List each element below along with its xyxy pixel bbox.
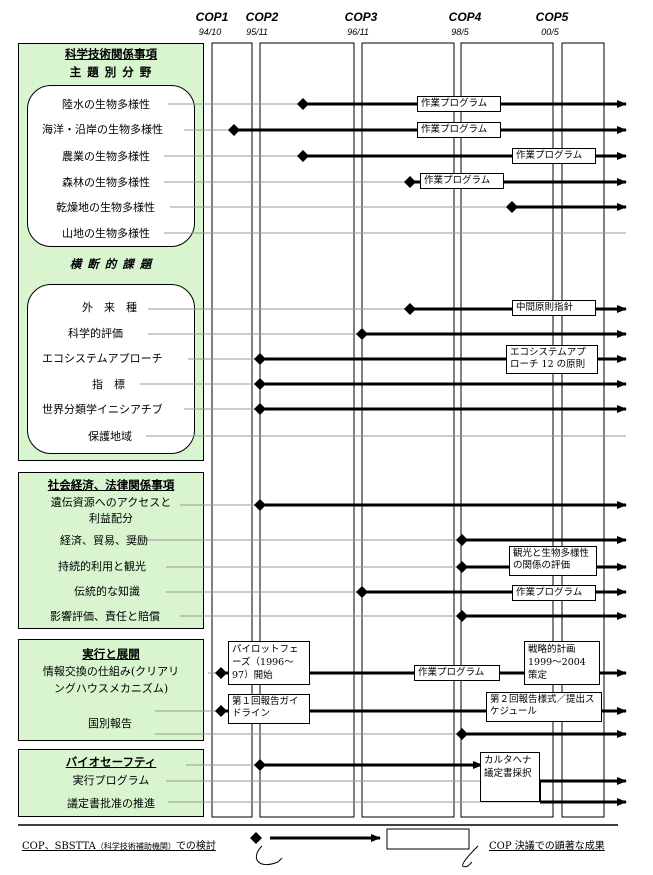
note-ecosystem-principles: エコシステムアプローチ 12 の原則: [506, 345, 598, 374]
label-taxonomy-initiative: 世界分類学イニシアチブ: [42, 403, 163, 416]
label-forest: 森林の生物多様性: [62, 176, 150, 189]
label-ecosystem-approach: エコシステムアプローチ: [42, 352, 163, 365]
diamond-reports1: [215, 705, 227, 717]
label-agriculture: 農業の生物多様性: [62, 150, 150, 163]
cop5-date: 00/5: [541, 27, 559, 37]
legend-right-text: COP 決議での顕著な成果: [489, 841, 605, 852]
socioeconomic-title: 社会経済、法律関係事項: [47, 478, 175, 492]
diamond-biosafety-program: [254, 759, 266, 771]
label-marine-coastal: 海洋・沿岸の生物多様性: [42, 123, 163, 136]
legend-curve-left: [256, 845, 283, 866]
diamond-impact: [456, 610, 468, 622]
socioeconomic-panel: [18, 472, 204, 629]
cop5-lane: [561, 42, 605, 818]
cop1-date: 94/10: [198, 27, 222, 37]
label-impact-liability: 影響評価、責任と賠償: [50, 610, 160, 623]
cop2-header: COP2: [245, 10, 279, 24]
cop3-date: 96/11: [347, 27, 369, 37]
diamond-indicators: [254, 378, 266, 390]
biosafety-title: バイオセーフティ: [65, 755, 157, 769]
label-mountains: 山地の生物多様性: [62, 227, 150, 240]
implementation-panel: [18, 639, 204, 741]
label-economics-trade: 経済、貿易、奨励: [60, 534, 148, 547]
note-strategic-plan: 戦略的計画 1999～2004 策定: [524, 641, 600, 685]
label-access-benefit-2: 利益配分: [89, 512, 133, 525]
note-second-report-format: 第２回報告様式／提出スケジュール: [486, 692, 602, 722]
crosscutting-title: 横 断 的 課 題: [69, 257, 153, 271]
cop1-header: COP1: [195, 10, 229, 24]
legend-left-small: （科学技術補助機関）: [95, 842, 176, 851]
label-scientific-assessment: 科学的評価: [68, 327, 123, 340]
legend-left-main: COP、SBSTTA: [22, 841, 96, 852]
legend-left-tail: での検討: [175, 841, 216, 852]
label-implementation-program: 実行プログラム: [72, 774, 150, 787]
implementation-title: 実行と展開: [82, 647, 140, 661]
diamond-traditional: [356, 586, 368, 598]
note-work-program-forest: 作業プログラム: [420, 173, 504, 189]
label-sustainable-use-tourism: 持続的利用と観光: [58, 560, 146, 573]
label-protected-areas: 保護地域: [88, 430, 132, 443]
diamond-forest: [404, 176, 416, 188]
label-chm-2: ングハウスメカニズム): [53, 682, 169, 695]
legend-curve-right: [462, 845, 479, 868]
diamond-inland: [297, 98, 309, 110]
label-alien-species: 外 来 種: [82, 301, 137, 314]
cop3-lane: [361, 42, 455, 818]
cop1-lane: [211, 42, 253, 818]
diamond-assessment: [356, 328, 368, 340]
cop4-date: 98/5: [451, 27, 469, 37]
note-interim-guiding-principles: 中間原則指針: [512, 300, 596, 316]
cop5-header: COP5: [535, 10, 569, 24]
note-work-program-agriculture: 作業プログラム: [512, 148, 596, 164]
legend-left-text: COP、SBSTTA（科学技術補助機関）での検討: [22, 837, 216, 852]
cop2-date: 95/11: [246, 27, 268, 37]
diamond-alien: [404, 303, 416, 315]
note-work-program-marine: 作業プログラム: [417, 122, 501, 138]
diamond-chm: [215, 667, 227, 679]
diamond-access: [254, 499, 266, 511]
legend-diamond: [250, 832, 262, 844]
label-national-reports: 国別報告: [88, 717, 132, 730]
cop4-header: COP4: [448, 10, 482, 24]
label-drylands: 乾燥地の生物多様性: [56, 201, 155, 214]
label-ratification: 議定書批准の推進: [67, 797, 155, 810]
diamond-tourism: [456, 561, 468, 573]
diamond-reports2: [456, 728, 468, 740]
note-work-program-chm: 作業プログラム: [414, 665, 500, 681]
biosafety-panel: [18, 749, 204, 817]
diamond-drylands: [506, 201, 518, 213]
cop2-lane: [259, 42, 355, 818]
label-access-benefit-1: 遺伝資源へのアクセスと: [50, 496, 172, 509]
note-work-program-inland: 作業プログラム: [417, 96, 501, 112]
cop4-lane: [460, 42, 554, 818]
thematic-box: [27, 85, 195, 247]
diamond-taxonomy: [254, 403, 266, 415]
label-indicators: 指 標: [92, 378, 125, 391]
science-title: 科学技術関係事項: [65, 47, 157, 61]
note-first-report-guideline: 第１回報告ガイドライン: [228, 694, 310, 724]
diamond-marine: [228, 124, 240, 136]
diamond-ecosystem: [254, 353, 266, 365]
note-work-program-traditional: 作業プログラム: [512, 585, 596, 601]
note-pilot-phase: パイロットフェーズ（1996～97）開始: [228, 641, 310, 685]
diamond-economics: [456, 534, 468, 546]
note-cartagena-protocol: カルタヘナ議定書採択: [480, 752, 540, 802]
label-traditional-knowledge: 伝統的な知識: [74, 585, 140, 598]
note-tourism-assessment: 観光と生物多様性の関係の評価: [509, 546, 597, 576]
cop3-header: COP3: [344, 10, 378, 24]
thematic-title: 主 題 別 分 野: [69, 65, 153, 79]
legend-box: [386, 828, 470, 850]
label-chm-1: 情報交換の仕組み(クリアリ: [42, 665, 180, 678]
label-inland-waters: 陸水の生物多様性: [62, 98, 150, 111]
crosscutting-box: [27, 284, 195, 454]
diamond-agriculture: [297, 150, 309, 162]
